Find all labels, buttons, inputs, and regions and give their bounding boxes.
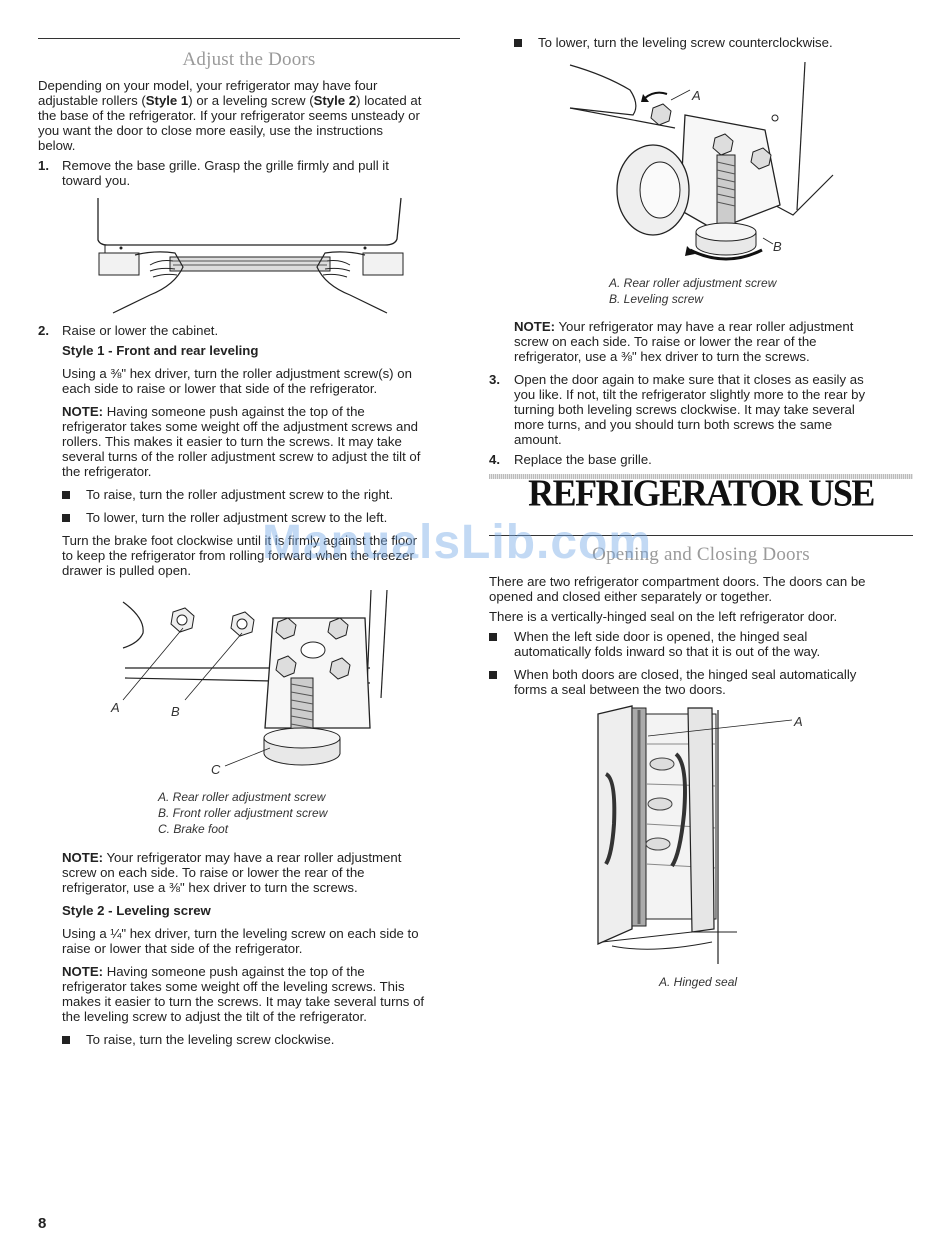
- fig3-label-b: B: [773, 239, 782, 254]
- step-3-text: Open the door again to make sure that it…: [514, 372, 866, 447]
- style-1-instructions: Using a ⅜" hex driver, turn the roller a…: [62, 366, 412, 396]
- figure-4-caption: A. Hinged seal: [659, 975, 738, 989]
- step-3-number: 3.: [489, 372, 500, 387]
- bullet-icon: [62, 1036, 70, 1044]
- bullet-seal-opened: When the left side door is opened, the h…: [514, 629, 821, 659]
- step-4-number: 4.: [489, 452, 500, 467]
- title-rule-right: [489, 535, 913, 536]
- note-1: NOTE: Having someone push against the to…: [62, 404, 421, 479]
- fig3-label-a: A: [691, 88, 701, 103]
- figure-3-caption: A. Rear roller adjustment screw B. Level…: [609, 276, 777, 306]
- step-2-text: Raise or lower the cabinet.: [62, 323, 219, 338]
- bullet-icon: [489, 671, 497, 679]
- bullet-icon: [62, 514, 70, 522]
- note-3: NOTE: Having someone push against the to…: [62, 964, 425, 1024]
- section-title-adjust-doors: Adjust the Doors: [182, 49, 316, 70]
- bullet-icon: [62, 491, 70, 499]
- top-rule-left: [38, 38, 460, 39]
- section-title-opening-doors: Opening and Closing Doors: [592, 544, 810, 565]
- intro-line: the base of the refrigerator. If your re…: [38, 108, 420, 123]
- step-1-text: Remove the base grille. Grasp the grille…: [62, 158, 389, 188]
- style-1-heading: Style 1 - Front and rear leveling: [62, 343, 259, 358]
- intro-line: below.: [38, 138, 76, 153]
- fig2-label-b: B: [171, 704, 180, 719]
- bullet-raise-right: To raise, turn the roller adjustment scr…: [86, 487, 394, 502]
- fig4-label-a: A: [793, 714, 803, 729]
- step-1-number: 1.: [38, 158, 49, 173]
- intro-line: you want the door to close more easily, …: [38, 123, 384, 138]
- style-2-heading: Style 2 - Leveling screw: [62, 903, 211, 918]
- note-4: NOTE: Your refrigerator may have a rear …: [514, 319, 854, 364]
- figure-2-caption: A. Rear roller adjustment screw B. Front…: [158, 790, 328, 836]
- bullet-icon: [489, 633, 497, 641]
- watermark: ManualsLib.com: [262, 516, 653, 569]
- leveling-screw-illustration: A B: [569, 61, 834, 261]
- intro-line: adjustable rollers (Style 1) or a leveli…: [38, 93, 422, 108]
- bullet-icon: [514, 39, 522, 47]
- bullet-raise-clockwise: To raise, turn the leveling screw clockw…: [86, 1032, 335, 1047]
- bullet-lower-left: To lower, turn the roller adjustment scr…: [86, 510, 388, 525]
- refrigerator-use-title: REFRIGERATOR USE: [528, 471, 875, 514]
- note-2: NOTE: Your refrigerator may have a rear …: [62, 850, 402, 895]
- section-divider-band: [489, 474, 913, 479]
- fig2-label-c: C: [211, 762, 221, 777]
- intro-line: Depending on your model, your refrigerat…: [38, 78, 378, 93]
- step-4-text: Replace the base grille.: [514, 452, 652, 467]
- step-2-number: 2.: [38, 323, 49, 338]
- style-2-instructions: Using a ¼" hex driver, turn the leveling…: [62, 926, 419, 956]
- base-grille-illustration: [97, 197, 404, 314]
- bullet-lower-counterclockwise: To lower, turn the leveling screw counte…: [538, 35, 833, 50]
- bullet-seal-closed: When both doors are closed, the hinged s…: [514, 667, 857, 697]
- doors-paragraph: There are two refrigerator compartment d…: [489, 574, 866, 624]
- hinged-seal-illustration: A: [597, 705, 803, 964]
- brake-foot-paragraph: Turn the brake foot clockwise until it i…: [62, 533, 417, 578]
- page-number: 8: [38, 1215, 47, 1232]
- fig2-label-a: A: [110, 700, 120, 715]
- roller-brake-illustration: A B C: [110, 589, 388, 777]
- intro-paragraph: Depending on your model, your refrigerat…: [38, 78, 460, 153]
